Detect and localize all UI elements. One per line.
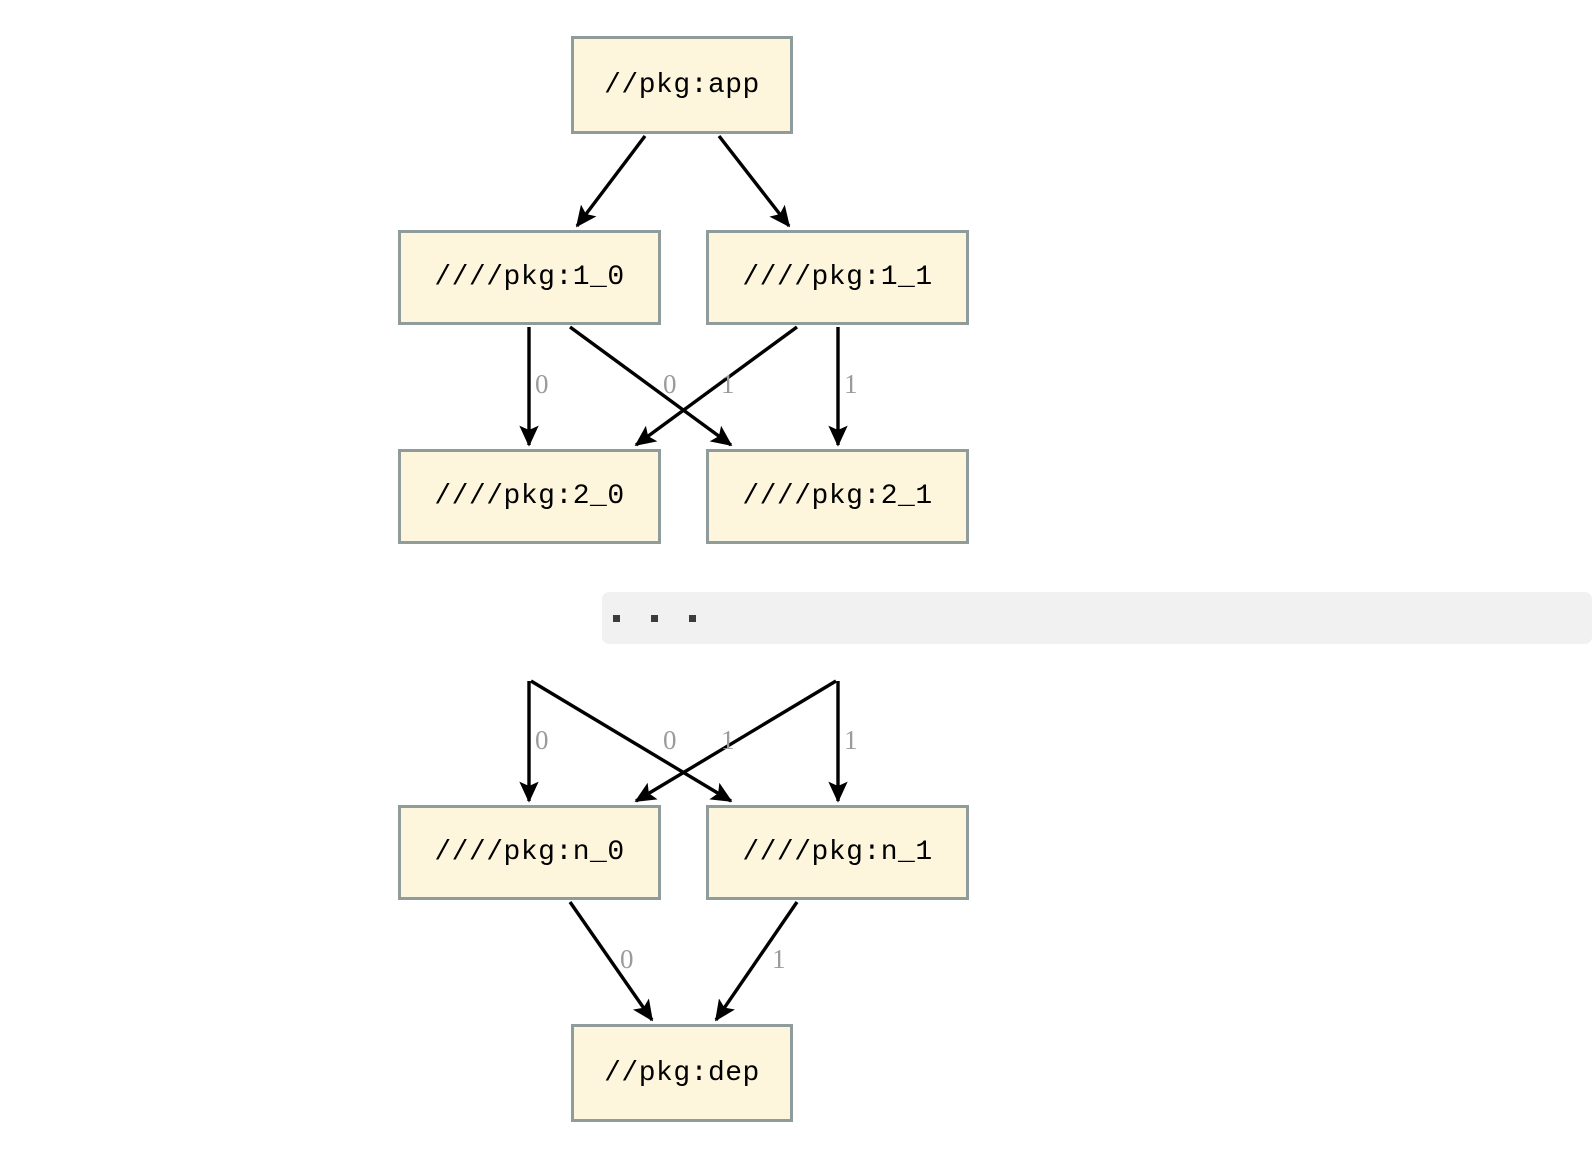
- node-l2_1[interactable]: ////pkg:2_1: [706, 449, 969, 544]
- edge-l1_1-to-l2_0: [634, 325, 799, 447]
- node-label: ////pkg:2_0: [434, 481, 625, 512]
- node-label: ////pkg:n_1: [742, 837, 933, 868]
- edge-label: 1: [772, 944, 786, 974]
- edge-label: 1: [721, 725, 735, 755]
- ellipsis-dots: [613, 614, 727, 622]
- edge-lines: [519, 134, 848, 1022]
- node-ln_0[interactable]: ////pkg:n_0: [398, 805, 661, 900]
- edge-label: 0: [620, 944, 634, 974]
- ellipsis-dot-icon: [613, 614, 620, 622]
- edge-top-to-ln_0: [634, 679, 837, 803]
- ellipsis-dot-icon: [651, 614, 658, 622]
- edge-top-to-ln_1: [530, 679, 733, 803]
- edge-label: 0: [663, 725, 677, 755]
- edge-label: 1: [721, 369, 735, 399]
- edge-ln_0-to-dep: [568, 901, 654, 1022]
- edge-label: 0: [663, 369, 677, 399]
- ellipsis-dot-icon: [689, 614, 696, 622]
- node-label: ////pkg:2_1: [742, 481, 933, 512]
- node-dep[interactable]: //pkg:dep: [571, 1024, 793, 1122]
- edge-app-to-l1_0: [575, 134, 647, 228]
- edge-app-to-l1_1: [717, 134, 791, 228]
- ellipsis-separator-band: [602, 592, 1592, 644]
- edge-label: 0: [535, 725, 549, 755]
- edge-label: 1: [844, 725, 858, 755]
- node-app[interactable]: //pkg:app: [571, 36, 793, 134]
- node-label: ////pkg:1_1: [742, 262, 933, 293]
- node-label: //pkg:app: [604, 69, 760, 101]
- node-l1_1[interactable]: ////pkg:1_1: [706, 230, 969, 325]
- edge-label: 1: [844, 369, 858, 399]
- node-ln_1[interactable]: ////pkg:n_1: [706, 805, 969, 900]
- node-l2_0[interactable]: ////pkg:2_0: [398, 449, 661, 544]
- node-l1_0[interactable]: ////pkg:1_0: [398, 230, 661, 325]
- node-label: ////pkg:n_0: [434, 837, 625, 868]
- edge-l1_0-to-l2_1: [568, 325, 733, 447]
- edge-ln_1-to-dep: [714, 901, 799, 1022]
- node-label: //pkg:dep: [604, 1057, 760, 1089]
- node-label: ////pkg:1_0: [434, 262, 625, 293]
- edge-label: 0: [535, 369, 549, 399]
